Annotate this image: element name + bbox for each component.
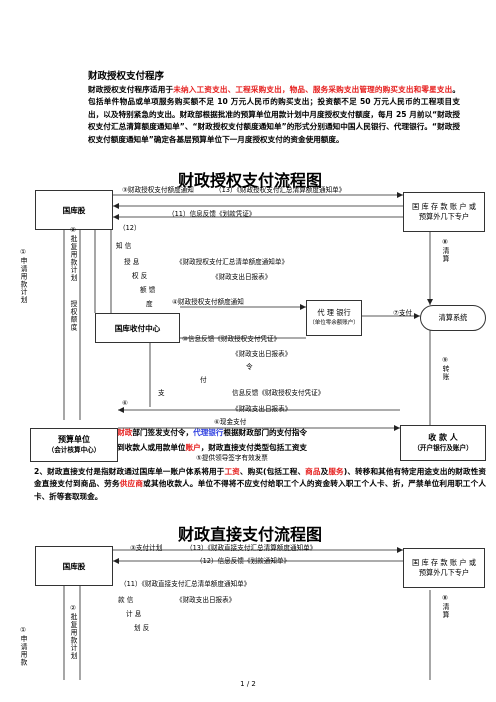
payee-node: 收 款 人（开户银行及账户） <box>400 425 486 461</box>
text-run: 及 <box>320 467 329 476</box>
text-run: )、转移和其他有特定用途支出的财政性资金直接支付到商品、劳务 <box>34 467 487 489</box>
text-run: 财政授权支付程序适用于 <box>88 85 174 94</box>
text-run: 服务 <box>328 467 344 476</box>
label-auth-amount: 授权额度 <box>69 300 77 332</box>
chart2-label-apply: ①申请用款 <box>19 626 27 667</box>
chart2-label-approve: ②批复用款计划 <box>69 604 77 660</box>
label-10: ⑩信息反馈《财政授权支付凭证》 <box>182 335 281 343</box>
intro-paragraph: 财政授权支付程序适用于未纳入工资支出、工程采购支出，物品、服务采购支出管理的购买… <box>88 84 460 146</box>
chart2-col-2: 计 息 <box>126 610 142 618</box>
label-clearing: ⑧清算 <box>441 238 449 263</box>
section2-paragraph: 2、财政直接支付是指财政通过国库单一账户体系将用于工资、购买(包括工程、商品及服… <box>34 466 486 503</box>
chart2-label-clearing: ⑧清算 <box>441 594 449 619</box>
text-run: 工资 <box>224 467 240 476</box>
label-3: ③财政授权支付额度通知 <box>122 186 194 194</box>
chart2-title: 财政直接支付流程图 <box>178 525 323 544</box>
label-5: ⑤提供领导签字有效发票 <box>196 454 268 462</box>
label-12: （12） <box>119 224 141 232</box>
chart2-label-11: （11）《财政直接支付汇总清单额度通知单》 <box>120 580 251 588</box>
text-run: 或其他收款人。单位不得将不应支付给职工个人的资金转入职工个人卡、折，严禁单位利用… <box>34 479 486 501</box>
chart2-treasury-node: 国库股 <box>35 546 113 586</box>
agent-bank-node: 代 理 银行（单位零余额账户） <box>306 300 362 336</box>
budget-unit-node: 预算单位（会计核算中心） <box>30 428 118 462</box>
label-4: ④财政授权支付额度通知 <box>172 298 244 306</box>
text-run: 未纳入工资支出、工程采购支出，物品、服务采购支出管理的购买支出和零星支出 <box>173 85 453 94</box>
label-cash: ⑥现金支付 <box>214 418 247 426</box>
payment-center-node: 国库收付中心 <box>95 313 180 343</box>
chart2-col-3: 划 反 <box>134 624 150 632</box>
feedback-1: 《财政授权支付汇总清单额度通知单》 <box>176 258 289 266</box>
text-run: 。包括单件物品或单项服务购买额不足 10 万元人民币的购买支出；投资额不足 50… <box>88 85 461 144</box>
page-number: 1 / 2 <box>240 680 256 688</box>
chart1-title: 财政授权支付流程图 <box>178 171 323 190</box>
overlap-line-1: 指由财政部门签发支付令，代理银行根据财政部门的支付指令 <box>102 428 308 437</box>
info2: 信息反馈《财政授权支付凭证》 <box>232 389 325 397</box>
label-fu: 付 <box>200 376 207 384</box>
label-approve-plan: ②批复用款计划 <box>69 226 77 282</box>
label-transfer: ⑨转账 <box>441 356 449 381</box>
info2b: 《财政支出日报表》 <box>232 405 292 413</box>
info-col-3: 权 反 <box>132 272 148 280</box>
feedback-2: 《财政支出日报表》 <box>212 273 272 281</box>
chart2-label-12: （12）信息反馈《划款通知单》 <box>196 557 291 565</box>
clearing-system-node: 清算系统 <box>420 305 486 331</box>
label-11: （11）信息反馈《划款凭证》 <box>168 210 256 218</box>
text-run: 、购买(包括工程、 <box>239 467 306 476</box>
chart2-label-3: ③支付计划 <box>130 544 163 552</box>
chart2-account-node: 国 库 存 款 账 户 或 预算外几下专户 <box>403 548 485 588</box>
info-col-4: 额 馈 <box>140 286 156 294</box>
chart2-col-1: 款 信 <box>118 596 134 604</box>
info-col-5: 度 <box>146 300 153 308</box>
text-run: 2、财政直接支付是指财政通过国库单一账户体系将用于 <box>34 467 225 476</box>
label-ling: 令 <box>246 363 253 371</box>
overlap-line-2: 支付到收款人或用款单位账户，财政直接支付类型包括工资支 <box>102 443 308 452</box>
label-zhi: 支 <box>158 389 165 397</box>
chart2-col-4: 《财政支出日报表》 <box>176 596 236 604</box>
text-run: 商品 <box>305 467 321 476</box>
document-title: 财政授权支付程序 <box>88 71 165 82</box>
info-col-1: 知 信 <box>116 242 132 250</box>
label-apply-plan: ①申请用款计划 <box>19 248 27 304</box>
label-10b: 《财政支出日报表》 <box>232 350 292 358</box>
treasury-account-node: 国 库 存 款 账 户 或 预算外几下专户 <box>403 192 485 232</box>
info-col-2: 授 息 <box>124 258 140 266</box>
chart2-label-13: （13）《财政直接支付汇总清算额度通知单》 <box>186 544 317 552</box>
label-13: （13）《财政授权支付汇总清算额度通知单》 <box>215 186 346 194</box>
text-run: 供应商 <box>119 479 144 489</box>
treasury-node: 国库股 <box>35 190 113 230</box>
label-6: ⑥ <box>122 399 128 407</box>
label-7: ⑦支付 <box>393 309 413 317</box>
